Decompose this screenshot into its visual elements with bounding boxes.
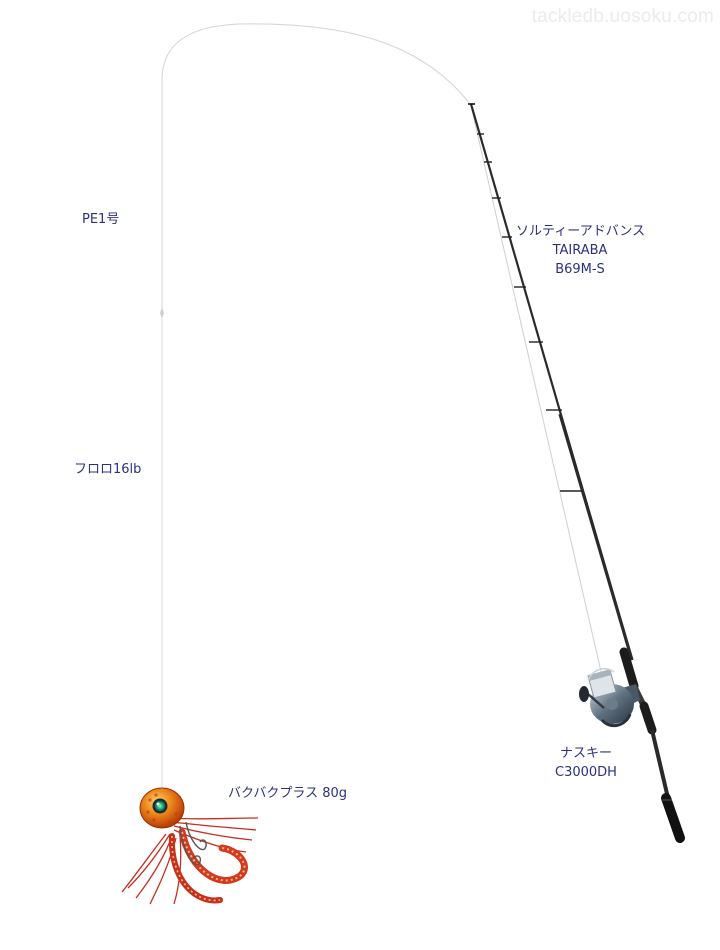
reel-label: ナスキー C3000DH [546,744,626,782]
guide-line [470,105,603,677]
line-knot [160,307,164,319]
rod [468,103,685,843]
watermark: tackledb.uosoku.com [531,6,714,27]
main-line [161,23,471,312]
lure-label: バクバクプラス 80g [228,786,348,801]
rod-guides [477,133,582,492]
rod-label-line-1: ソルティーアドバンス [516,224,646,239]
reel-label-line-1: ナスキー [559,746,612,761]
reel-illustration [579,667,640,728]
rod-label-line-3: B69M-S [555,262,605,277]
reel-label-line-2: C3000DH [555,765,617,780]
rod-label-line-2: TAIRABA [552,243,608,258]
mainline-label: PE1号 [82,212,120,227]
leader-label: フロロ16lb [74,462,142,477]
lure-illustration [121,787,259,905]
rod-label: ソルティーアドバンス TAIRABA B69M-S [516,222,646,279]
